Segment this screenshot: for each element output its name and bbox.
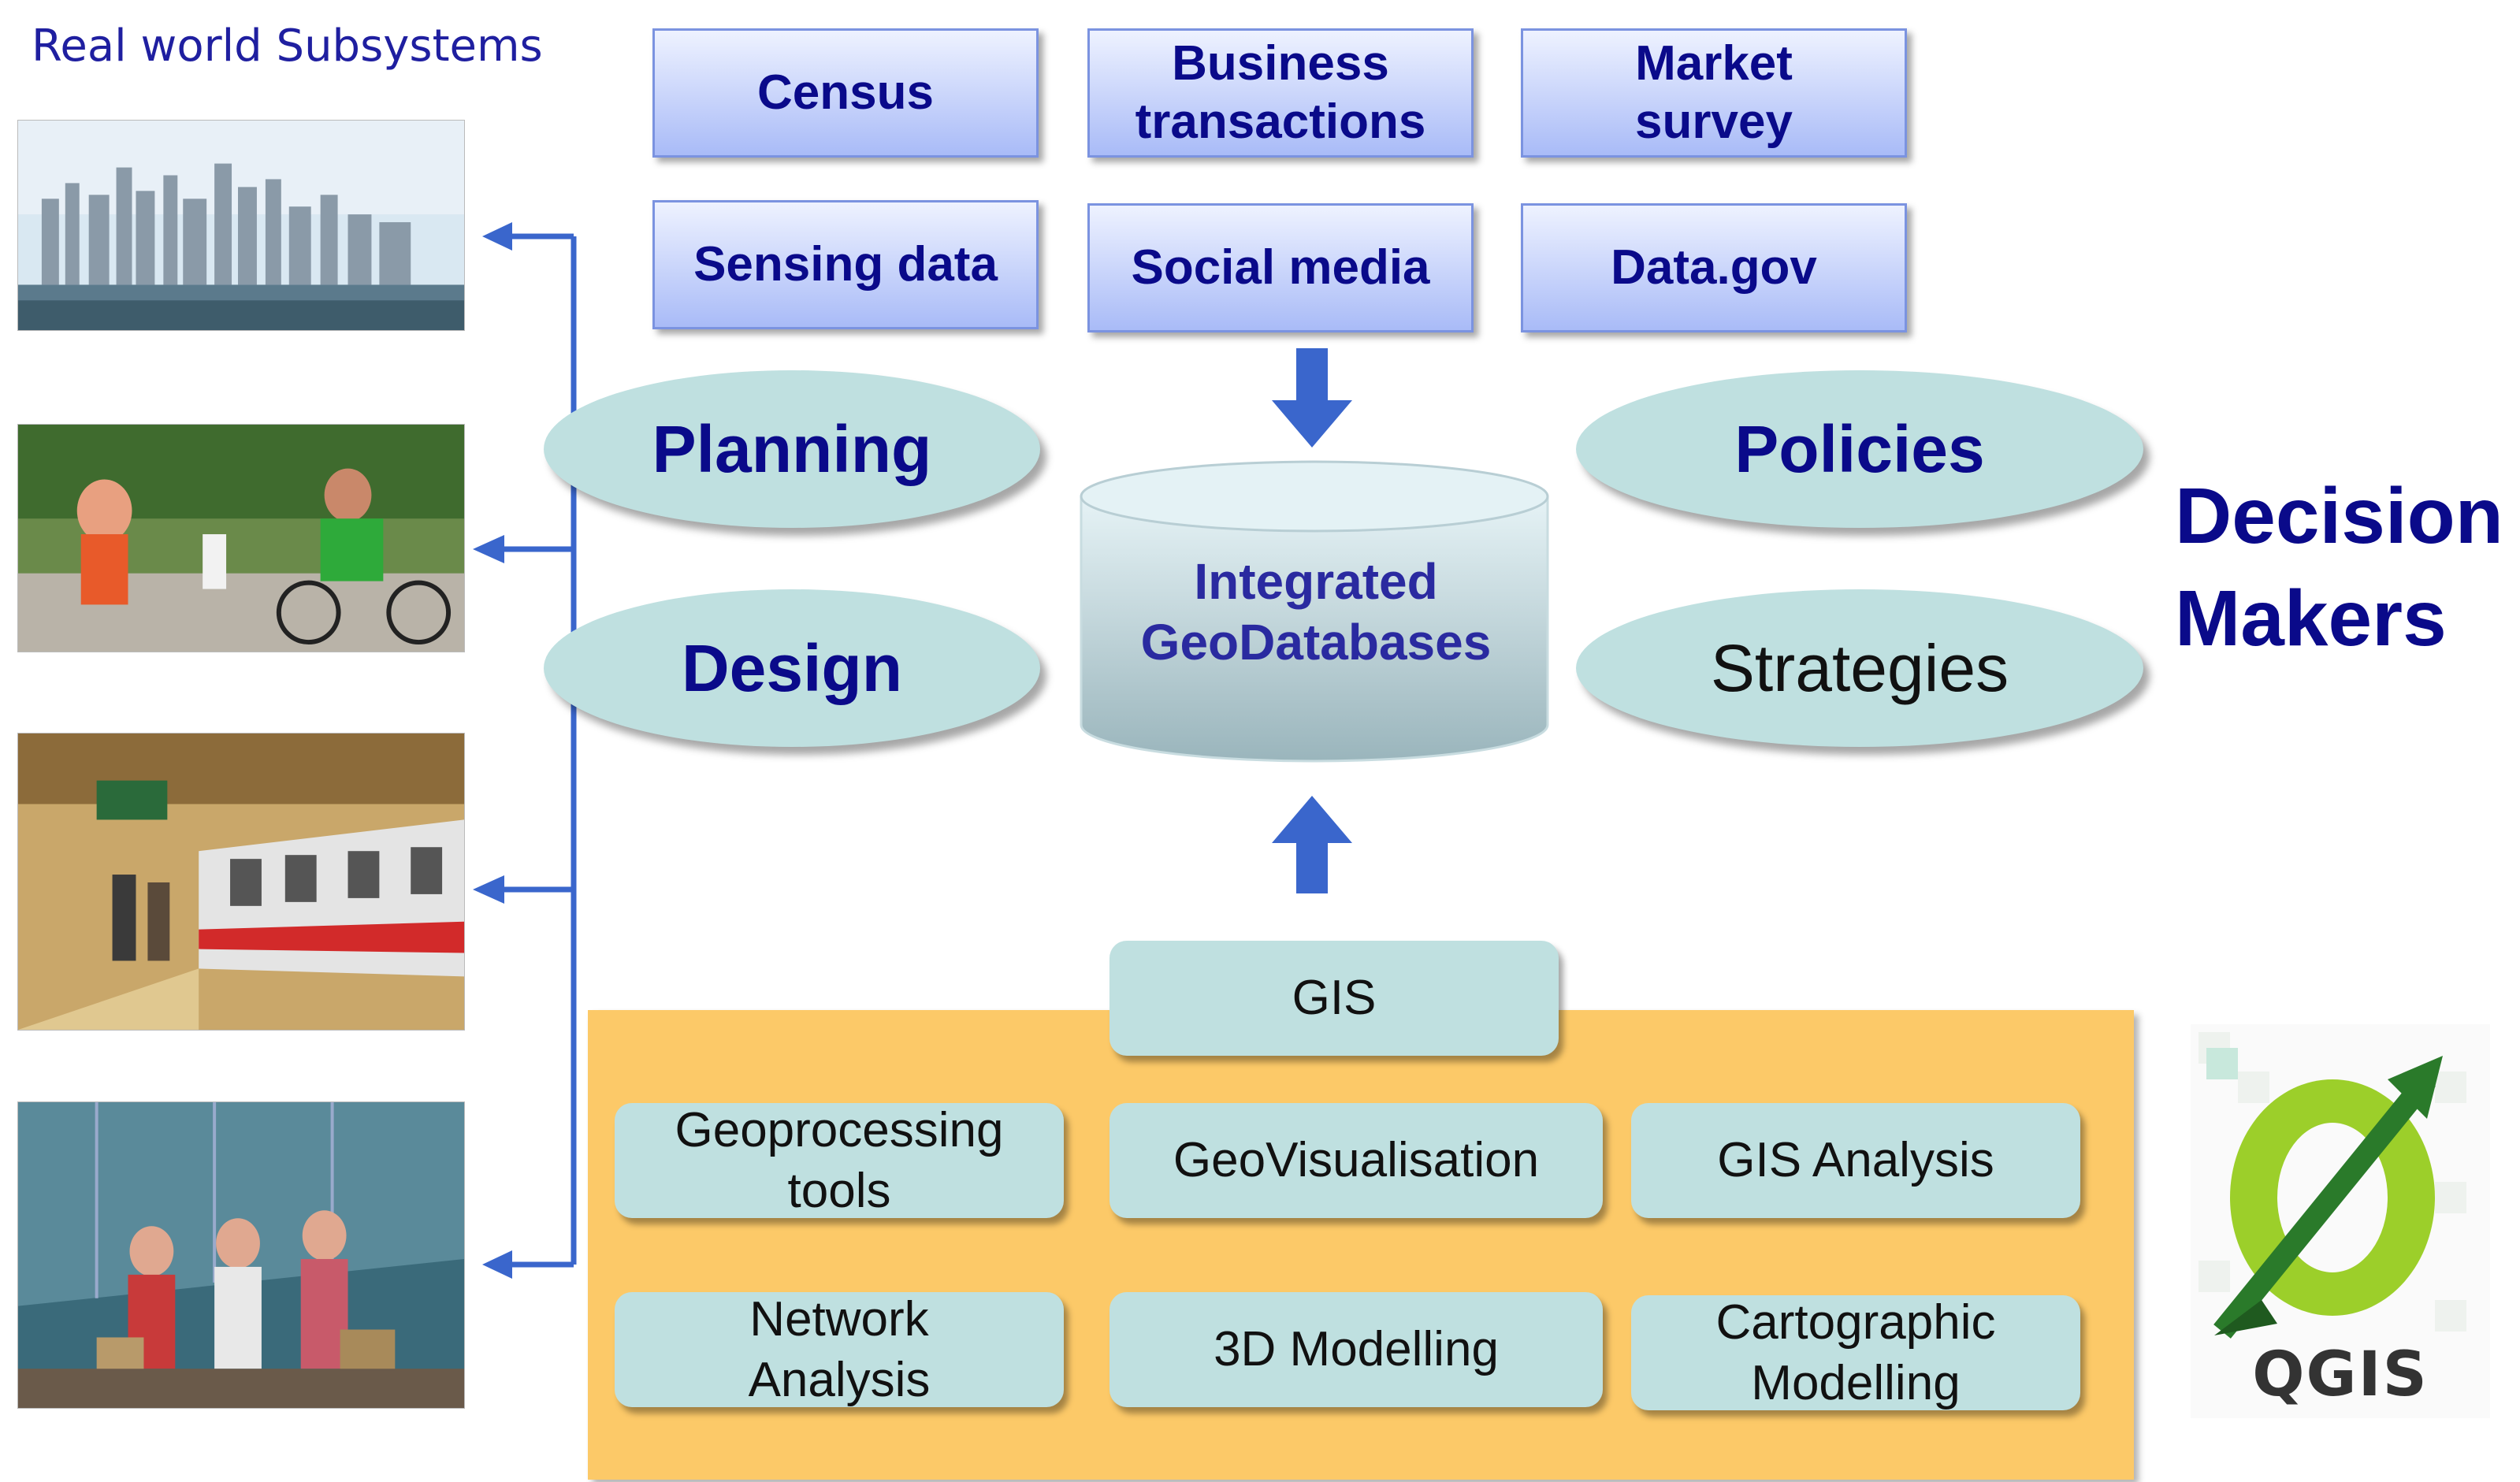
gis-label: GIS — [1292, 971, 1377, 1026]
ellipse-planning: Planning — [544, 370, 1040, 528]
ellipse-label: Policies — [1734, 411, 1985, 486]
database-label-line: GeoDatabases — [1140, 613, 1492, 670]
tool-label-line: Cartographic — [1715, 1294, 1996, 1350]
qgis-logo-text: QGIS — [2252, 1339, 2429, 1410]
tool-label-line: Network — [749, 1291, 929, 1346]
train-station-photo — [17, 733, 465, 1031]
source-label: Market survey — [1635, 35, 1793, 149]
city-skyline-photo — [17, 120, 465, 331]
down-arrow-icon — [1272, 348, 1352, 448]
database-label-line: Integrated — [1194, 553, 1438, 610]
source-label: Sensing data — [693, 236, 998, 292]
page-title: Real world Subsystems — [32, 20, 543, 72]
source-label: Social media — [1131, 240, 1430, 295]
tool-gis-analysis: GIS Analysis — [1631, 1103, 2080, 1218]
ellipse-label: Design — [681, 630, 903, 705]
qgis-logo: QGIS — [2191, 1024, 2490, 1418]
up-arrow-icon — [1272, 796, 1352, 893]
database-label: Integrated GeoDatabases — [1087, 552, 1544, 673]
source-market-survey: Market survey — [1521, 28, 1907, 158]
qgis-q-icon — [2198, 1032, 2466, 1339]
tool-label: GeoVisualisation — [1173, 1133, 1540, 1188]
decision-makers-line: Decision — [2175, 472, 2503, 560]
ellipse-design: Design — [544, 589, 1040, 747]
tool-label-line: tools — [787, 1164, 891, 1218]
arrow-head-icon — [473, 875, 504, 904]
tool-label: GIS Analysis — [1717, 1133, 1994, 1188]
tool-geoprocessing: Geoprocessing tools — [615, 1103, 1064, 1218]
arrow-head-icon — [473, 535, 504, 563]
shopping-photo — [17, 1101, 465, 1409]
tool-label-line: Geoprocessing — [675, 1102, 1004, 1157]
decision-makers-line: Makers — [2175, 574, 2447, 663]
source-label: Data.gov — [1611, 240, 1817, 295]
tool-label-line: Analysis — [748, 1353, 931, 1407]
ellipse-label: Strategies — [1710, 630, 2009, 705]
tool-label: 3D Modelling — [1214, 1322, 1499, 1377]
arrow-head-icon — [482, 222, 512, 251]
arrow-head-icon — [482, 1250, 512, 1279]
recreation-photo — [17, 424, 465, 652]
source-social-media: Social media — [1087, 203, 1474, 332]
feedback-arrows — [473, 222, 577, 1279]
ellipse-label: Planning — [652, 411, 932, 486]
decision-makers-label: Decision Makers — [2175, 465, 2503, 670]
gis-header-box: GIS — [1109, 941, 1559, 1056]
ellipse-strategies: Strategies — [1576, 589, 2143, 747]
source-sensing-data: Sensing data — [652, 200, 1039, 329]
source-label: Business transactions — [1135, 35, 1426, 149]
tool-3d-modelling: 3D Modelling — [1109, 1292, 1603, 1407]
source-data-gov: Data.gov — [1521, 203, 1907, 332]
ellipse-policies: Policies — [1576, 370, 2143, 528]
source-label: Census — [757, 65, 934, 120]
source-census: Census — [652, 28, 1039, 158]
source-business-transactions: Business transactions — [1087, 28, 1474, 158]
tool-label-line: Modelling — [1751, 1356, 1961, 1410]
tool-geovisualisation: GeoVisualisation — [1109, 1103, 1603, 1218]
database-cylinder-icon — [1080, 460, 1549, 763]
